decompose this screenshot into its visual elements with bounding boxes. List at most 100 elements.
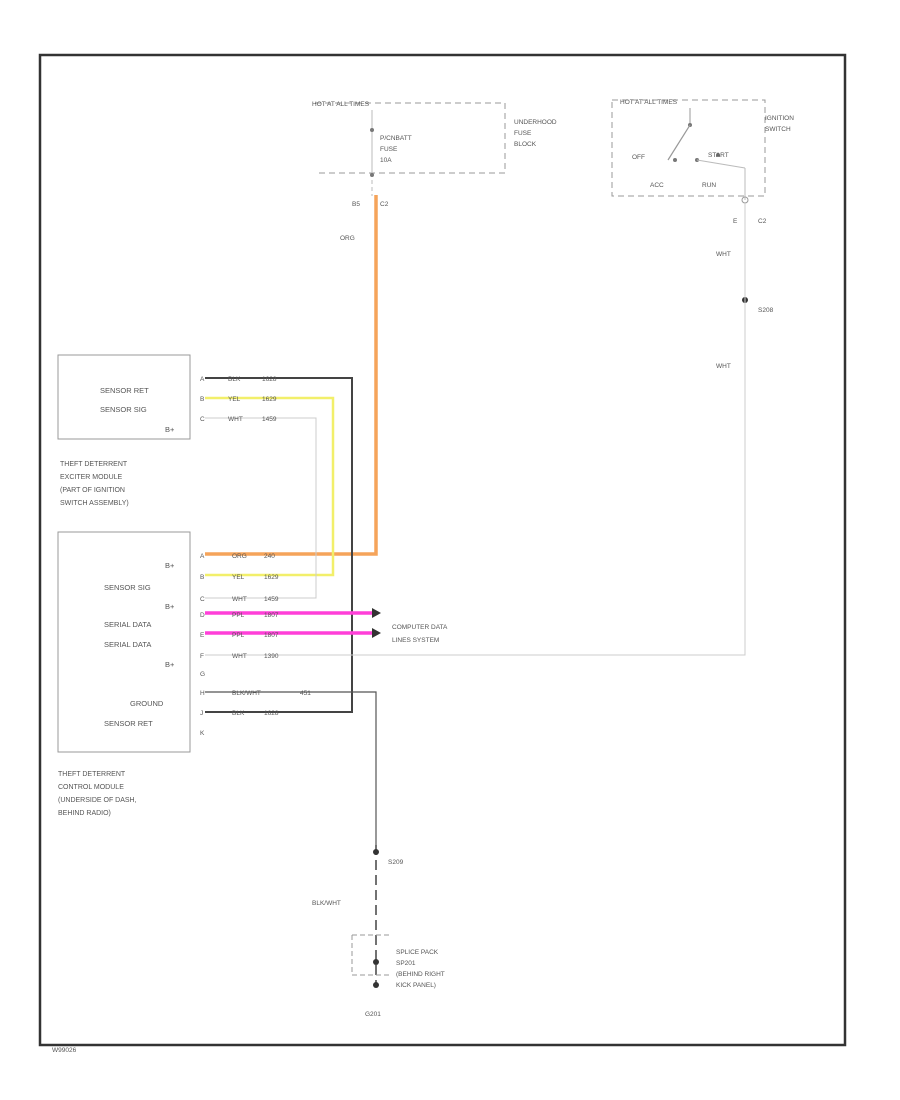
control-pin-h: H <box>200 690 205 697</box>
control-circuit-d: 1807 <box>264 612 279 619</box>
ground-terminal <box>373 982 379 988</box>
fuse-hot-label: HOT AT ALL TIMES <box>312 101 370 108</box>
control-pin-b: B <box>200 574 204 581</box>
control-circuit-j: 1628 <box>264 710 279 717</box>
wire-wht-1459 <box>205 417 317 599</box>
diagram-frame <box>38 53 847 1047</box>
exciter-desc-3: (PART OF IGNITION <box>60 487 125 494</box>
exciter-module: SENSOR RET SENSOR SIG B+ A BLK 1628 B YE… <box>57 354 277 507</box>
exciter-label-sensor-sig: SENSOR SIG <box>100 405 147 414</box>
control-pin-d: D <box>200 612 205 619</box>
control-label-4: SERIAL DATA <box>104 640 151 649</box>
control-pin-g: G <box>200 671 205 678</box>
control-pin-f: F <box>200 653 204 660</box>
ignition-wire-2: WHT <box>716 363 731 370</box>
control-color-a: ORG <box>232 553 247 560</box>
exciter-box <box>57 354 191 440</box>
control-circuit-e: 1807 <box>264 632 279 639</box>
fuse-contact-bottom <box>370 173 374 177</box>
ground-section: S209 BLK/WHT SPLICE PACK SP201 (BEHIND R… <box>312 849 445 1018</box>
splice-pack-3: (BEHIND RIGHT <box>396 971 445 978</box>
ignition-name-1: IGNITION <box>765 115 794 122</box>
wire-yel-1629 <box>205 396 335 577</box>
control-color-h: BLK/WHT <box>232 690 261 697</box>
ignition-outline <box>611 99 766 197</box>
exciter-pin-c: C <box>200 416 205 423</box>
control-color-d: PPL <box>232 612 245 619</box>
control-label-8: SENSOR RET <box>104 719 153 728</box>
exciter-desc-4: SWITCH ASSEMBLY) <box>60 500 129 507</box>
ignition-run-link <box>696 159 746 169</box>
fuse-block-name-3: BLOCK <box>514 141 537 148</box>
fuse-block-outline <box>315 102 506 174</box>
splice-s208-label: S208 <box>758 307 774 314</box>
control-desc-2: CONTROL MODULE <box>58 784 124 791</box>
fuse-pin: B5 <box>352 201 360 208</box>
control-pin-a: A <box>200 553 205 560</box>
control-label-0: B+ <box>165 561 175 570</box>
ignition-hot-label: HOT AT ALL TIMES <box>620 99 678 106</box>
exciter-color-b: YEL <box>228 396 241 403</box>
arrow-data-2 <box>372 628 381 638</box>
wires <box>205 180 746 985</box>
control-circuit-f: 1390 <box>264 653 279 660</box>
control-label-3: SERIAL DATA <box>104 620 151 629</box>
fuse-word: FUSE <box>380 146 398 153</box>
ignition-switch: HOT AT ALL TIMES IGNITION SWITCH OFF STA… <box>611 99 794 370</box>
wire-blk-1628 <box>205 377 353 713</box>
fuse-block-name-2: FUSE <box>514 130 532 137</box>
control-pin-c: C <box>200 596 205 603</box>
ignition-off: OFF <box>632 154 645 161</box>
exciter-label-bplus: B+ <box>165 425 175 434</box>
ground-wire-color: BLK/WHT <box>312 900 341 907</box>
fuse-contact-top <box>370 128 374 132</box>
control-pin-j: J <box>200 710 203 717</box>
fuse-name: P/CNBATT <box>380 135 412 142</box>
control-pin-k: K <box>200 730 205 737</box>
control-desc-4: BEHIND RADIO) <box>58 810 111 817</box>
fuse-wire-color: ORG <box>340 235 355 242</box>
wire-wht-1390 <box>205 203 746 656</box>
data-lines-label-1: COMPUTER DATA <box>392 624 448 631</box>
control-color-e: PPL <box>232 632 245 639</box>
ignition-blade <box>667 124 691 161</box>
control-circuit-c: 1459 <box>264 596 279 603</box>
control-label-5: B+ <box>165 660 175 669</box>
exciter-circuit-b: 1629 <box>262 396 277 403</box>
ignition-connector: C2 <box>758 218 767 225</box>
control-box <box>57 531 191 753</box>
control-label-7: GROUND <box>130 699 164 708</box>
control-color-f: WHT <box>232 653 247 660</box>
exciter-color-c: WHT <box>228 416 243 423</box>
exciter-pin-a: A <box>200 376 205 383</box>
splice-pack-outline <box>351 934 392 976</box>
exciter-desc-2: EXCITER MODULE <box>60 474 123 481</box>
fuse-connector: C2 <box>380 201 389 208</box>
control-desc-1: THEFT DETERRENT <box>58 771 126 778</box>
ignition-contact-start <box>716 153 720 157</box>
ignition-name-2: SWITCH <box>765 126 791 133</box>
splice-pack-2: SP201 <box>396 960 416 967</box>
control-circuit-a: 240 <box>264 553 275 560</box>
control-color-j: BLK <box>232 710 245 717</box>
ignition-wire-1: WHT <box>716 251 731 258</box>
control-label-1: SENSOR SIG <box>104 583 151 592</box>
control-circuit-h: 451 <box>300 690 311 697</box>
wire-blkwht-451 <box>205 691 377 845</box>
splice-s209 <box>373 849 379 855</box>
splice-s209-label: S209 <box>388 859 404 866</box>
splice-pack-node <box>373 959 379 965</box>
fuse-block-name-1: UNDERHOOD <box>514 119 557 126</box>
arrow-data-1 <box>372 608 381 618</box>
control-label-2: B+ <box>165 602 175 611</box>
splice-pack-4: KICK PANEL) <box>396 982 436 989</box>
footer-code: W99026 <box>52 1047 77 1054</box>
ground-id: G201 <box>365 1011 381 1018</box>
ignition-start: START <box>708 152 729 159</box>
exciter-circuit-c: 1459 <box>262 416 277 423</box>
ignition-contact-acc <box>673 158 677 162</box>
ignition-acc: ACC <box>650 182 664 189</box>
control-desc-3: (UNDERSIDE OF DASH, <box>58 797 137 804</box>
exciter-desc-1: THEFT DETERRENT <box>60 461 128 468</box>
